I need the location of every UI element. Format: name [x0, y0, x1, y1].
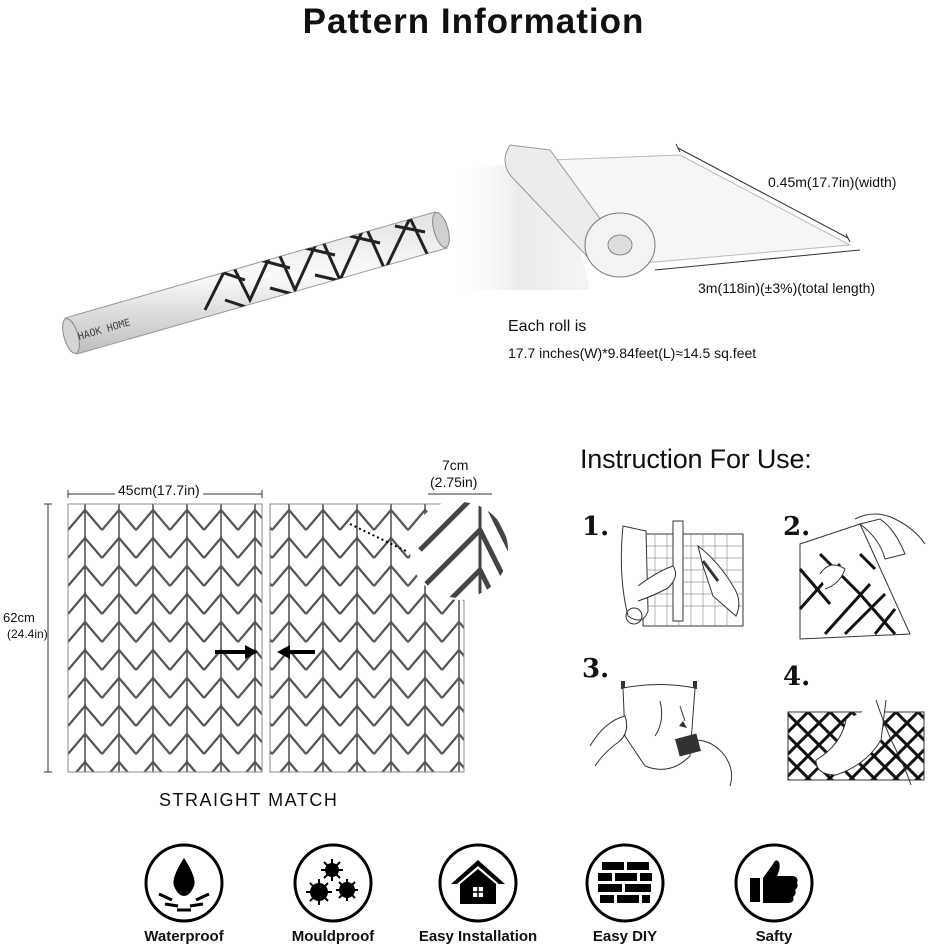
step-number-1: 1. — [582, 512, 610, 542]
each-roll-detail: 17.7 inches(W)*9.84feet(L)≈14.5 sq.feet — [508, 345, 757, 361]
length-label: 3m(118in)(±3%)(total length) — [698, 280, 876, 296]
panel-width-label: 45cm(17.7in) — [115, 482, 203, 498]
thumbs-up-icon — [734, 843, 814, 923]
step-number-2: 2. — [783, 512, 811, 542]
repeat-label-in: (2.75in) — [430, 474, 478, 490]
herringbone-panels — [44, 490, 510, 773]
wallpaper-tube-image: HAOK HOME — [62, 211, 450, 355]
step-number-3: 3. — [582, 654, 610, 684]
water-drop-icon — [144, 843, 224, 923]
mould-icon — [293, 843, 373, 923]
instruction-heading: Instruction For Use: — [580, 444, 812, 474]
width-label: 0.45m(17.7in)(width) — [768, 174, 897, 190]
brick-wall-icon — [585, 843, 665, 923]
page-title: Pattern Information — [302, 2, 645, 41]
house-icon — [438, 843, 518, 923]
step-3-apply-image — [589, 681, 733, 787]
feature-label-waterproof: Waterproof — [144, 928, 224, 945]
feature-label-mouldproof: Mouldproof — [291, 928, 375, 945]
unrolled-sheet-image — [450, 143, 861, 290]
each-roll-label: Each roll is — [508, 318, 587, 335]
straight-match-label: STRAIGHT MATCH — [159, 790, 339, 810]
repeat-label: 7cm — [442, 457, 469, 473]
feature-label-easy-diy: Easy DIY — [592, 928, 658, 945]
panel-height-label: 62cm — [3, 610, 35, 625]
step-1-measure-cut-image — [620, 520, 744, 627]
step-4-finish-image — [787, 699, 925, 786]
feature-label-easy-installation: Easy Installation — [418, 928, 538, 945]
step-number-4: 4. — [783, 662, 811, 692]
feature-label-safty: Safty — [755, 928, 793, 945]
step-2-peel-image — [798, 513, 926, 640]
panel-height-label-in: (24.4in) — [7, 627, 48, 641]
